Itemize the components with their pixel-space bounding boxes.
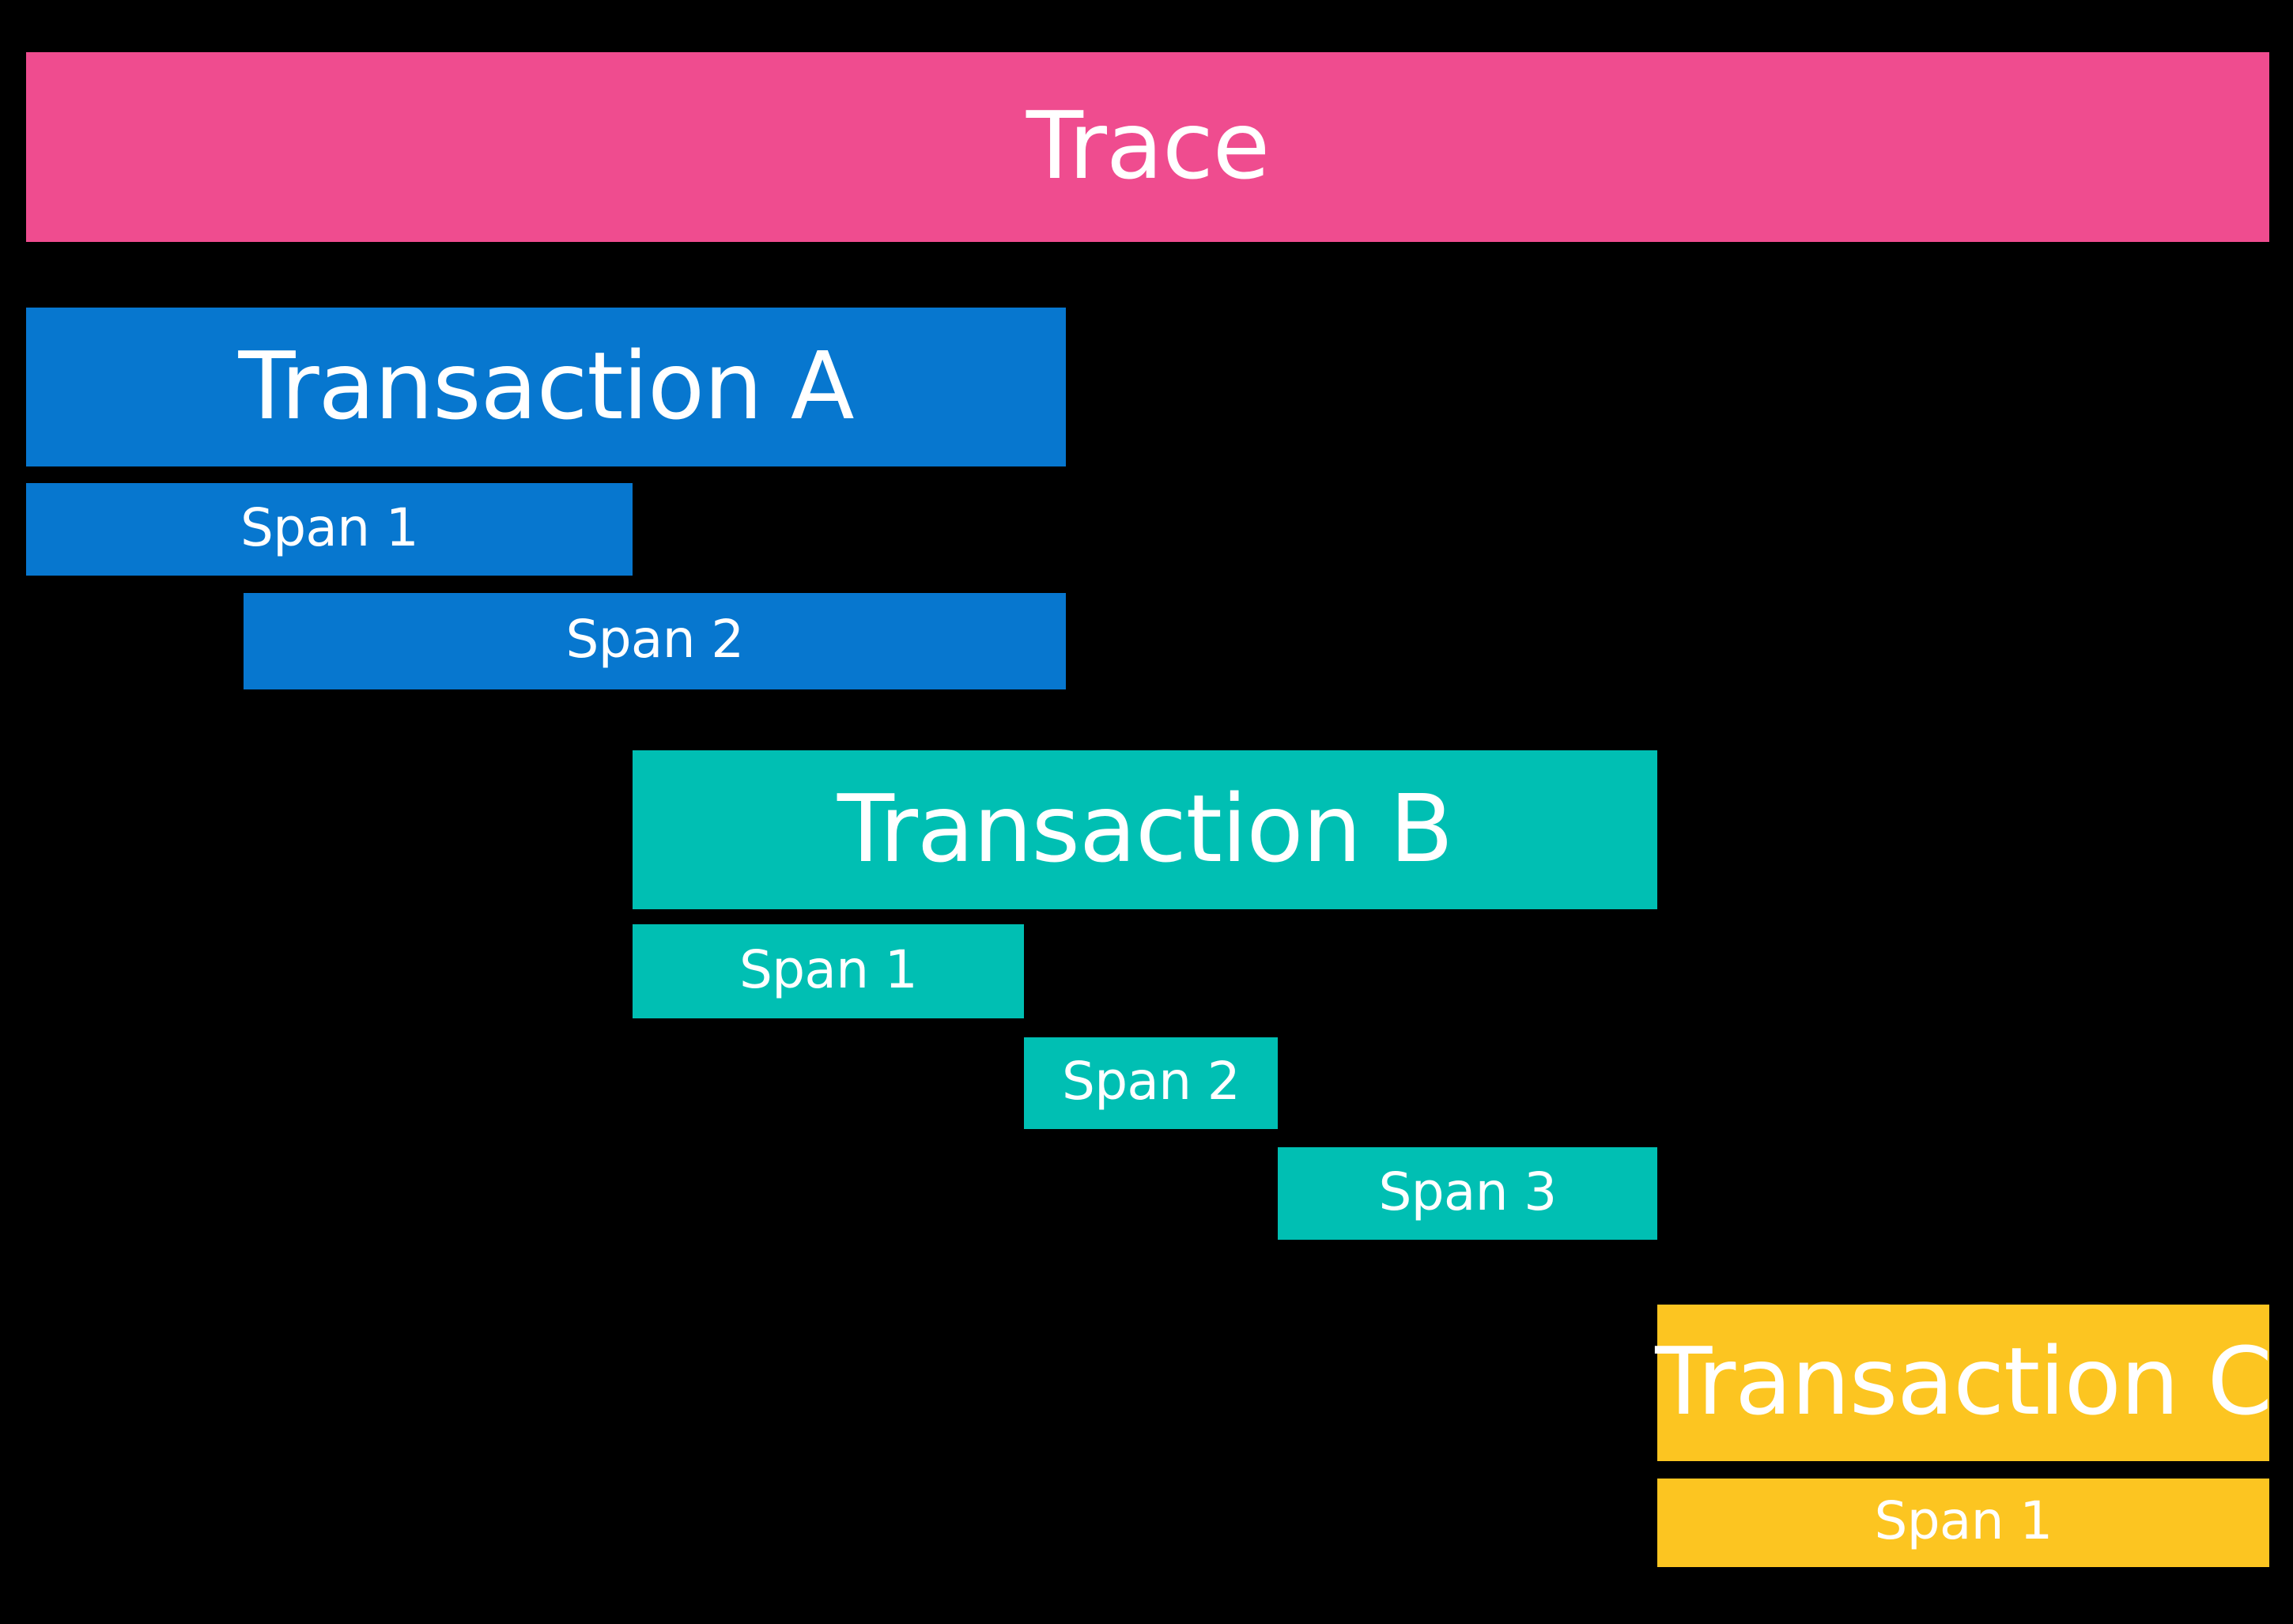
transaction-a-span-2-bar: Span 2 [244,593,1066,689]
span-label: Span 1 [739,939,918,1000]
span-label: Span 2 [1061,1051,1241,1112]
span-label: Span 1 [240,497,419,558]
transaction-c-span-1-bar: Span 1 [1657,1479,2269,1567]
trace-bar: Trace [26,52,2269,242]
transaction-a-bar: Transaction A [26,308,1066,466]
span-label: Span 2 [565,609,744,670]
trace-label: Trace [1026,91,1270,200]
transaction-b-span-1-bar: Span 1 [633,924,1024,1018]
transaction-label: Transaction C [1655,1327,2272,1436]
transaction-b-bar: Transaction B [633,750,1657,909]
transaction-label: Transaction A [238,330,855,440]
span-label: Span 1 [1874,1490,2053,1551]
transaction-a-span-1-bar: Span 1 [26,483,633,576]
transaction-label: Transaction B [837,773,1453,883]
span-label: Span 3 [1378,1161,1557,1222]
transaction-b-span-2-bar: Span 2 [1024,1037,1278,1129]
transaction-b-span-3-bar: Span 3 [1278,1147,1657,1240]
transaction-c-bar: Transaction C [1655,1305,2272,1461]
